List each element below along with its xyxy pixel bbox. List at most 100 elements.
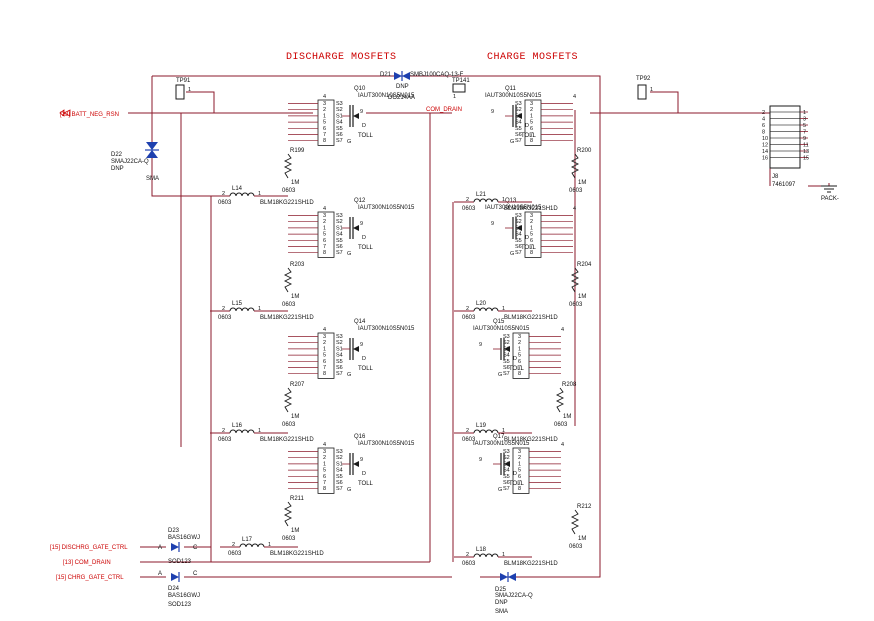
mosfet-pkg: TOLL [358,481,374,487]
source-pin-label: S4 [336,120,343,126]
source-pin-label: S1 [336,113,343,119]
ferrite-pin1: 1 [258,428,261,434]
source-pin-number: 3 [530,101,533,107]
ferrite-pin1: 1 [502,552,505,558]
ferrite-pin2: 2 [222,306,225,312]
source-pin-label: S6 [515,132,522,138]
net-port-batt-neg[interactable]: [13] BATT_NEG_RSN [59,109,119,118]
testpoint-tp91[interactable]: TP91 1 [175,78,191,100]
ferrite-ref: L21 [476,192,487,198]
net-port-com-drain[interactable]: [13] COM_DRAIN [63,560,111,566]
source-pin-label: S4 [336,353,343,359]
source-pin-label: S5 [336,359,343,365]
drain-pin-number: 4 [323,206,326,212]
diode-d22[interactable]: D22 SMAJ22CA-Q DNP SMA [111,142,159,182]
source-pin-number: 7 [323,480,326,486]
source-pin-number: 6 [530,126,533,132]
testpoint-tp92[interactable]: TP92 1 [636,76,653,100]
gate-pin-number: 9 [479,457,482,463]
source-pin-label: S2 [336,340,343,346]
mosfet-q17[interactable]: 3S32S21S15S46S57S68S749DGQ17IAUT300N10S5… [473,434,564,494]
source-pin-number: 6 [518,474,521,480]
mosfet-pkg: TOLL [358,133,374,139]
resistor-value: 1M [291,180,299,186]
source-pin-label: S5 [515,238,522,244]
testpoint-tp141[interactable]: TP141 1 [452,78,470,100]
diode-d25[interactable]: D25 SMAJ22CA-Q DNP SMA [495,572,533,615]
source-pin-label: S3 [336,101,343,107]
gate-pin-number: 9 [491,221,494,227]
gate-label: G [510,251,514,257]
mosfet-q15[interactable]: 3S32S21S15S46S57S68S749DGQ15IAUT300N10S5… [473,319,564,379]
diode-d23[interactable]: D23 BAS16GWJ SOD123 A C [158,528,200,565]
gate-pin-number: 9 [360,342,363,348]
source-pin-label: S4 [336,468,343,474]
source-pin-number: 6 [530,238,533,244]
connector-pin-left: 12 [762,143,768,149]
mosfet-ref: Q17 [493,434,505,440]
d23-pkg: SOD123 [168,559,192,565]
source-pin-label: S5 [503,474,510,480]
source-pin-number: 2 [323,455,326,461]
source-pin-number: 2 [530,219,533,225]
source-pin-number: 8 [530,138,533,144]
tp92-ref: TP92 [636,76,651,82]
source-pin-number: 5 [323,468,326,474]
net-label-com-drain: [13] COM_DRAIN [63,560,111,566]
drain-pin-number: 4 [323,94,326,100]
ferrite-value: BLM18KG221SH1D [504,561,558,567]
source-pin-number: 3 [530,213,533,219]
drain-label: D [513,471,517,477]
ferrite-pin2: 2 [466,306,469,312]
ferrite-value: BLM18KG221SH1D [260,200,314,206]
source-pin-label: S7 [336,371,343,377]
d23-value: BAS16GWJ [168,535,200,541]
d25-dnp: DNP [495,600,508,606]
net-port-dischrg-gate[interactable]: [15] DISCHRG_GATE_CTRL [50,545,128,551]
diode-d21[interactable]: D21 SMBJ100CAQ-13-F DNP DO214AA [380,71,464,101]
gate-label: G [347,487,351,493]
ferrite-pkg: 0603 [462,561,476,567]
mosfet-q11[interactable]: 3S32S21S15S46S57S68S749DGQ11IAUT300N10S5… [485,86,576,146]
source-pin-number: 8 [323,371,326,377]
diode-d24[interactable]: D24 BAS16GWJ SOD123 A C [158,571,200,608]
source-pin-number: 3 [323,449,326,455]
source-pin-number: 5 [518,353,521,359]
connector-pin-left: 14 [762,149,768,155]
connector-pin-left: 2 [762,110,765,116]
mosfet-value: IAUT300N10S5N015 [358,205,415,211]
ferrite-pin2: 2 [466,428,469,434]
ferrite-pkg: 0603 [462,315,476,321]
source-pin-number: 3 [323,213,326,219]
source-pin-number: 7 [530,244,533,250]
source-pin-label: S3 [336,213,343,219]
mosfet-q13[interactable]: 3S32S21S15S46S57S68S749DGQ13IAUT300N10S5… [485,198,576,258]
net-port-chrg-gate[interactable]: [15] CHRG_GATE_CTRL [56,575,124,581]
source-pin-label: S4 [503,353,510,359]
mosfet-pkg: TOLL [509,366,525,372]
ferrite-pin1: 1 [258,306,261,312]
